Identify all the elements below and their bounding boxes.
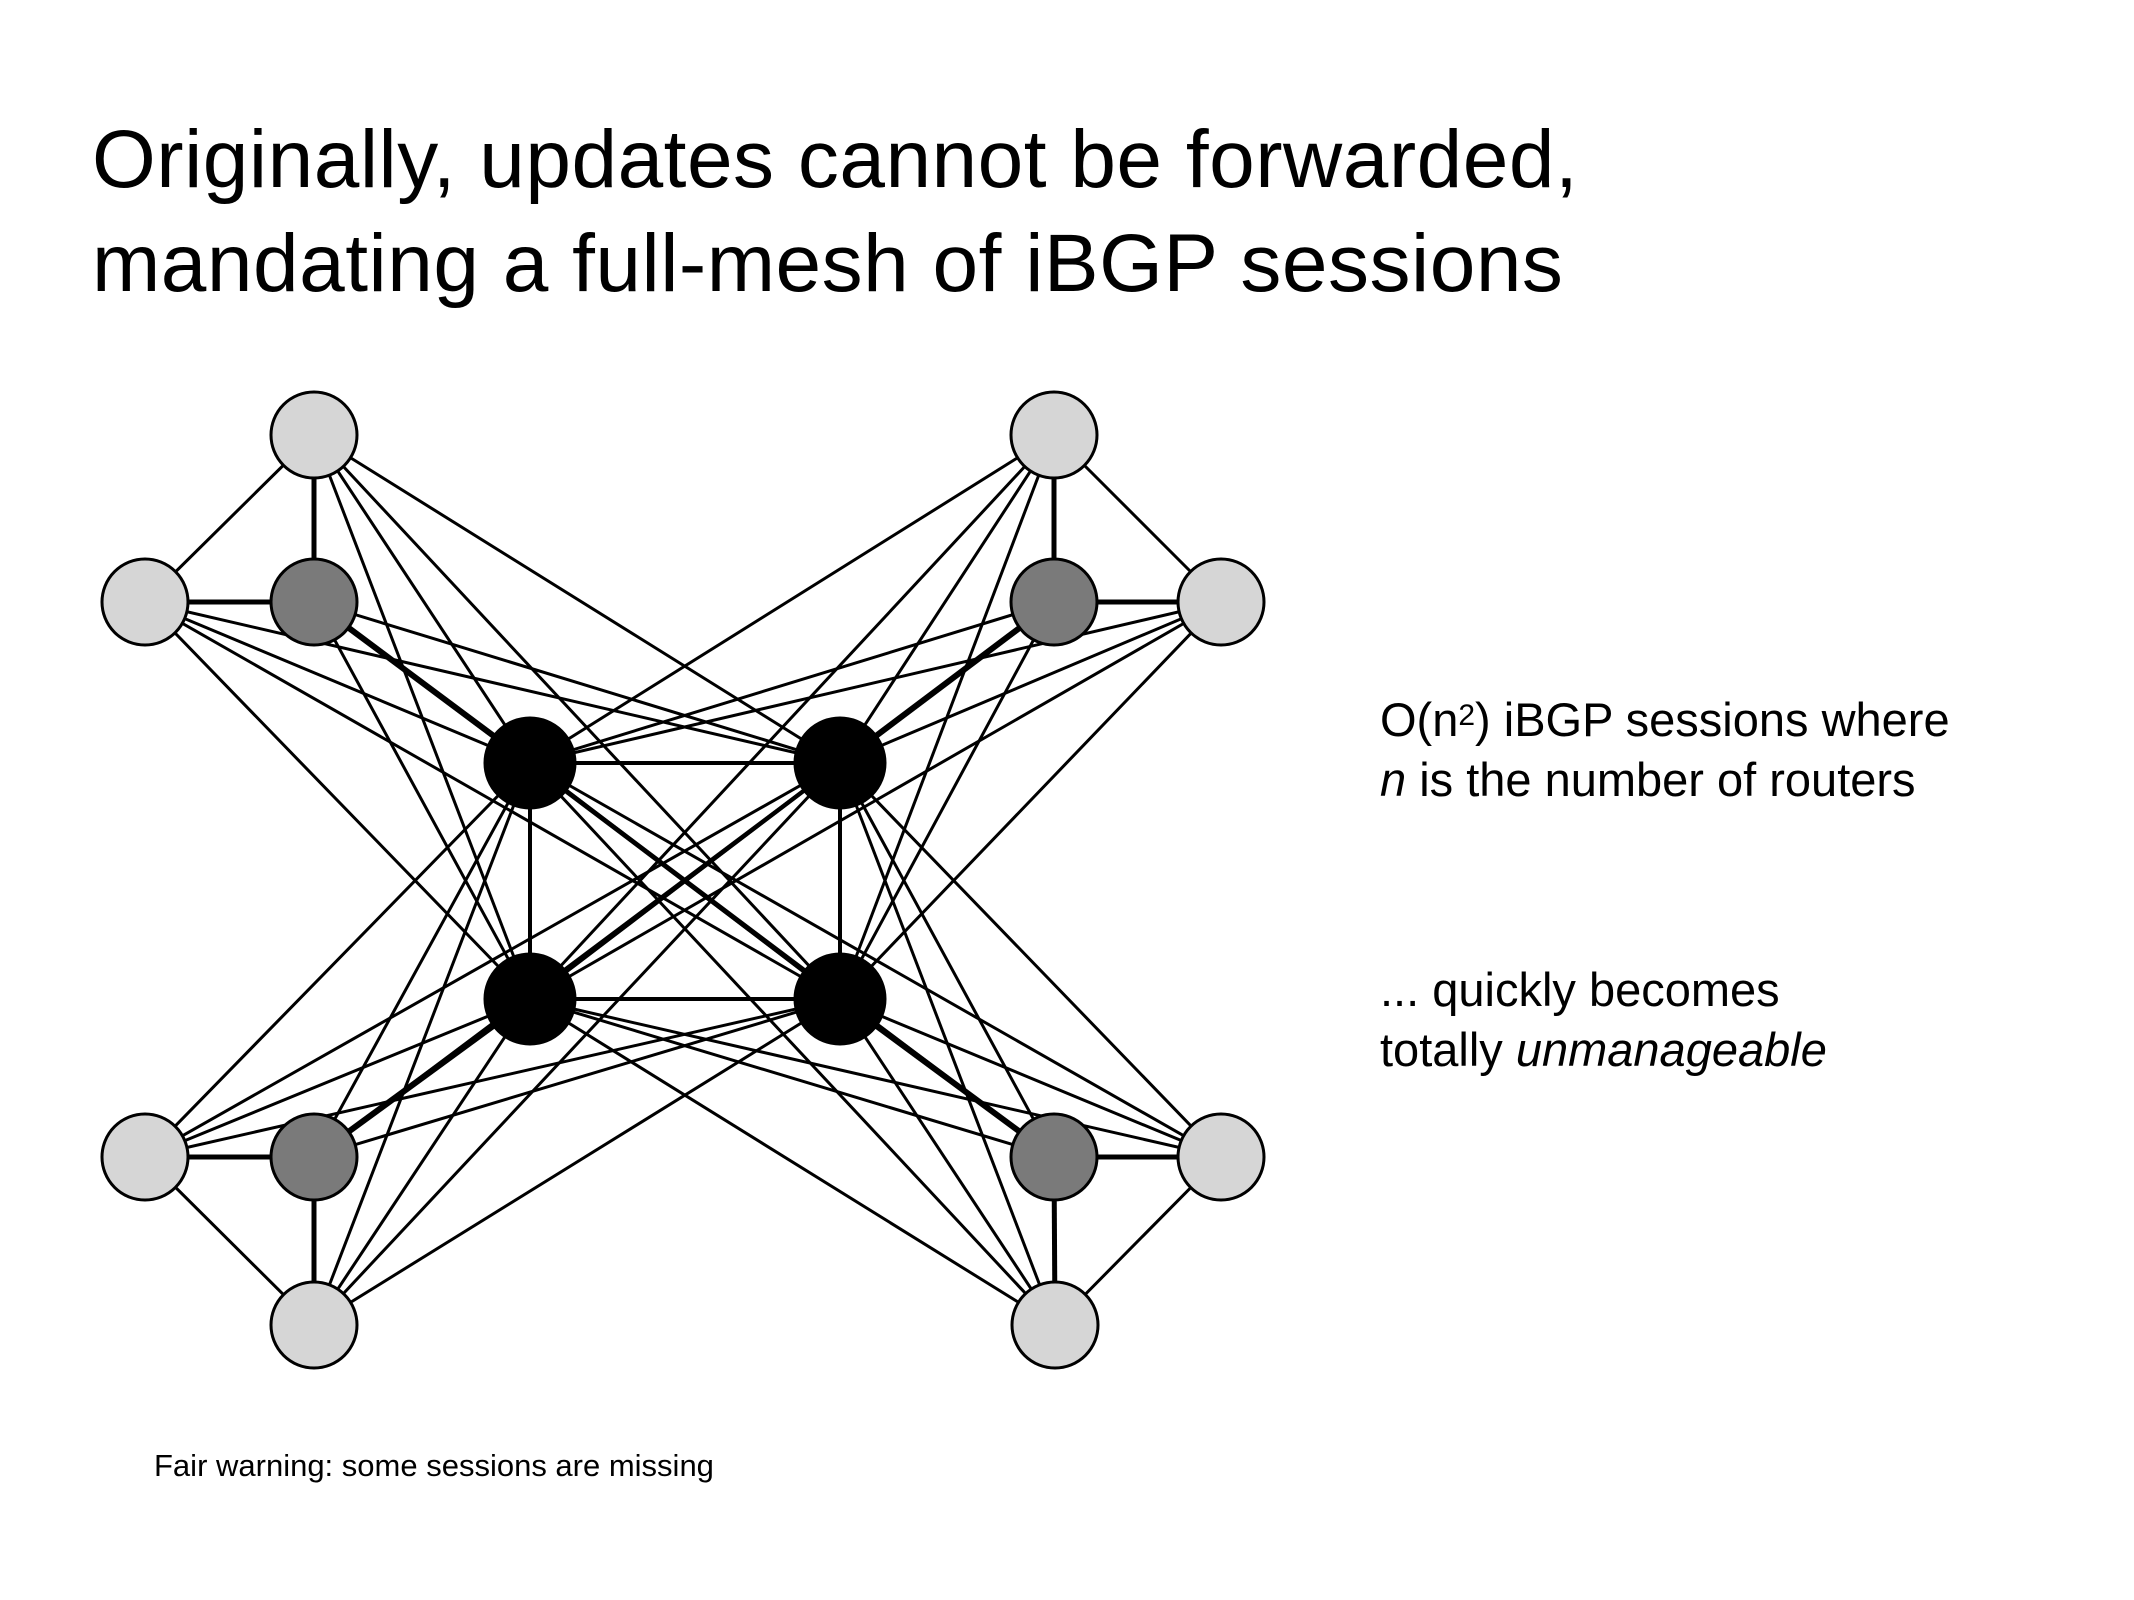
border-router-node — [269, 1112, 359, 1202]
ibgp-session-line — [838, 762, 1056, 1158]
ibgp-session-line — [838, 434, 1056, 1000]
complexity-exponent: 2 — [1458, 699, 1476, 732]
ibgp-session-line — [838, 998, 1057, 1326]
ibgp-session-line — [313, 600, 841, 765]
ibgp-session-line — [529, 997, 1222, 1159]
router-node — [269, 1280, 359, 1370]
ibgp-session-line — [312, 601, 532, 1000]
ibgp-session-line — [144, 761, 841, 1159]
ibgp-session-line — [838, 761, 1223, 1159]
core-router-node — [793, 716, 887, 810]
ibgp-session-line — [838, 600, 1223, 1001]
ibgp-session-line — [529, 600, 1222, 765]
complexity-prefix: O(n — [1380, 693, 1459, 746]
ibgp-session-line — [312, 761, 842, 1327]
border-router-node — [269, 557, 359, 647]
ibgp-session-line — [313, 997, 841, 1159]
title-line-2: mandating a full-mesh of iBGP sessions — [92, 218, 1564, 309]
unmanageable-text: unmanageable — [1515, 1023, 1827, 1076]
complexity-note: O(n2) iBGP sessions where n is the numbe… — [1380, 690, 1950, 810]
ibgp-session-line — [529, 997, 1056, 1327]
ibgp-session-line — [313, 433, 841, 765]
ibgp-session-line — [144, 600, 531, 765]
ibgp-session-line — [144, 600, 841, 765]
border-router-node — [1009, 1112, 1099, 1202]
unmanageable-note: ... quickly becomes totally unmanageable — [1380, 960, 1827, 1080]
ibgp-session-line — [529, 761, 1222, 1159]
ibgp-session-line — [839, 600, 1222, 765]
complexity-suffix: ) iBGP sessions where — [1475, 693, 1950, 746]
router-node — [1010, 1280, 1100, 1370]
ibgp-session-line — [144, 997, 531, 1159]
router-node — [1176, 557, 1266, 647]
footer-warning: Fair warning: some sessions are missing — [154, 1448, 714, 1483]
ibgp-session-line — [143, 600, 532, 1001]
ibgp-session-line — [312, 433, 842, 1001]
border-router-node — [1009, 557, 1099, 647]
ibgp-session-line — [313, 997, 841, 1327]
n-variable: n — [1380, 753, 1407, 806]
n-description: is the number of routers — [1406, 753, 1916, 806]
ibgp-session-line — [312, 434, 532, 1000]
ibgp-session-line — [144, 997, 841, 1159]
quickly-becomes-text: ... quickly becomes — [1380, 963, 1780, 1016]
router-node — [1176, 1112, 1266, 1202]
ibgp-session-line — [312, 998, 532, 1326]
ibgp-session-line — [529, 433, 1055, 765]
ibgp-session-line — [839, 997, 1222, 1159]
ibgp-session-line — [838, 434, 1056, 764]
ibgp-session-line — [528, 761, 1057, 1327]
router-node — [100, 557, 190, 647]
ibgp-session-line — [528, 761, 842, 1001]
ibgp-session-line — [838, 601, 1056, 1000]
routers — [100, 390, 1266, 1370]
router-node — [1009, 390, 1099, 480]
title-line-1: Originally, updates cannot be forwarded, — [92, 114, 1579, 205]
ibgp-session-line — [312, 762, 532, 1158]
ibgp-session-line — [529, 997, 1055, 1159]
ibgp-session-line — [312, 434, 532, 764]
slide-title: Originally, updates cannot be forwarded,… — [92, 108, 1578, 316]
totally-text: totally — [1380, 1023, 1516, 1076]
ibgp-session-line — [143, 761, 532, 1159]
core-router-node — [793, 952, 887, 1046]
core-router-node — [483, 716, 577, 810]
ibgp-session-line — [529, 600, 1055, 765]
ibgp-session-line — [528, 433, 1056, 1001]
router-node — [269, 390, 359, 480]
router-node — [100, 1112, 190, 1202]
core-router-node — [483, 952, 577, 1046]
